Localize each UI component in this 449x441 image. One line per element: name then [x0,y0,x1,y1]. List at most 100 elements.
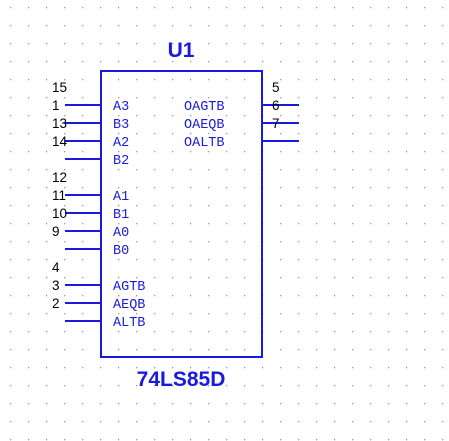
grid-dot [46,7,48,9]
grid-dot [190,187,192,189]
grid-dot [172,331,174,333]
grid-dot [64,25,66,27]
grid-dot [352,187,354,189]
grid-dot [316,313,318,315]
grid-dot [424,331,426,333]
grid-dot [352,367,354,369]
grid-dot [136,61,138,63]
grid-dot [10,43,12,45]
grid-dot [424,133,426,135]
pin-number: 15 [52,80,67,95]
grid-dot [46,403,48,405]
grid-dot [28,151,30,153]
grid-dot [352,331,354,333]
grid-dot [298,421,300,423]
grid-dot [82,277,84,279]
grid-dot [136,79,138,81]
grid-dot [82,169,84,171]
grid-dot [280,223,282,225]
grid-dot [442,79,444,81]
grid-dot [190,367,192,369]
grid-dot [298,403,300,405]
grid-dot [352,133,354,135]
grid-dot [442,439,444,441]
grid-dot [424,403,426,405]
grid-dot [154,367,156,369]
grid-dot [226,403,228,405]
grid-dot [226,421,228,423]
grid-dot [136,151,138,153]
pin-label: OAGTB [184,100,225,115]
grid-dot [352,277,354,279]
grid-dot [154,223,156,225]
grid-dot [64,295,66,297]
grid-dot [10,97,12,99]
grid-dot [316,187,318,189]
grid-dot [208,43,210,45]
grid-dot [118,439,120,441]
grid-dot [208,169,210,171]
grid-dot [46,349,48,351]
grid-dot [154,277,156,279]
grid-dot [316,61,318,63]
grid-dot [298,169,300,171]
grid-dot [10,61,12,63]
grid-dot [352,385,354,387]
grid-dot [370,259,372,261]
pin-number: 12 [52,170,67,185]
grid-dot [190,349,192,351]
grid-dot [154,115,156,117]
pin-number: 3 [52,278,60,293]
grid-dot [172,205,174,207]
grid-dot [424,79,426,81]
grid-dot [10,187,12,189]
grid-dot [208,187,210,189]
grid-dot [442,331,444,333]
grid-dot [424,187,426,189]
reference-designator: U1 [168,39,195,62]
grid-dot [406,313,408,315]
grid-dot [352,43,354,45]
grid-dot [190,115,192,117]
pin-label: A3 [113,100,129,115]
grid-dot [154,313,156,315]
grid-dot [208,349,210,351]
grid-dot [82,331,84,333]
grid-dot [244,403,246,405]
grid-dot [82,367,84,369]
grid-dot [334,97,336,99]
grid-dot [172,295,174,297]
grid-dot [244,79,246,81]
grid-dot [424,151,426,153]
grid-dot [316,133,318,135]
pin-number: 9 [52,224,60,239]
grid-dot [64,151,66,153]
grid-dot [154,331,156,333]
grid-dot [136,187,138,189]
grid-dot [190,79,192,81]
grid-dot [244,313,246,315]
grid-dot [424,385,426,387]
grid-dot [406,151,408,153]
grid-dot [262,25,264,27]
grid-dot [172,61,174,63]
grid-dot [442,97,444,99]
grid-dot [316,7,318,9]
grid-dot [136,25,138,27]
grid-dot [118,223,120,225]
pin-number: 6 [272,98,280,113]
grid-dot [280,43,282,45]
grid-dot [352,169,354,171]
grid-dot [244,439,246,441]
grid-dot [298,367,300,369]
grid-dot [442,25,444,27]
grid-dot [244,385,246,387]
grid-dot [388,151,390,153]
grid-dot [388,331,390,333]
pin-label: B3 [113,118,129,133]
grid-dot [388,205,390,207]
grid-dot [172,169,174,171]
grid-dot [136,133,138,135]
grid-dot [244,25,246,27]
